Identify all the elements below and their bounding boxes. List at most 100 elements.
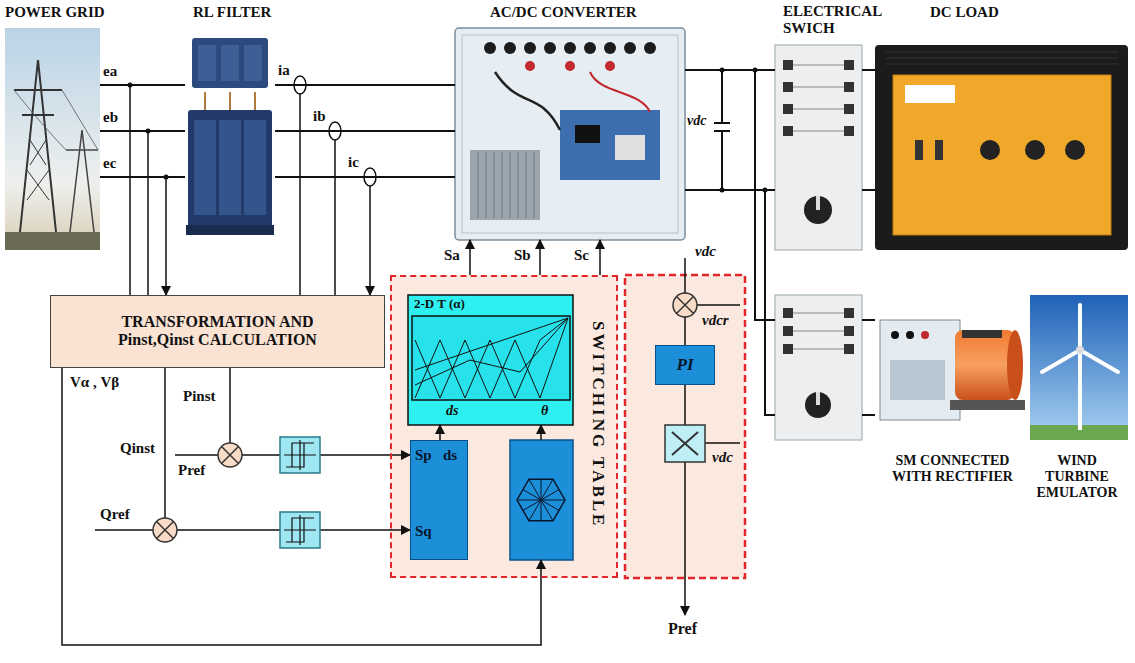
converter-picture: AC/DC CONVERTER <box>455 28 685 240</box>
signal-name: θ <box>541 403 548 419</box>
component-label: DC LOAD <box>930 4 999 21</box>
rl-filter-illustration <box>198 45 216 81</box>
wind-turbine-illustration <box>1030 295 1128 440</box>
dc-load-illustration <box>875 45 1128 250</box>
switch-illustration <box>783 104 793 114</box>
signal-name: vdcr <box>702 312 729 329</box>
signal-name: ic <box>348 154 359 171</box>
summing-junction <box>157 522 174 539</box>
measurement-tap <box>128 76 377 295</box>
power-grid-illustration <box>70 130 94 232</box>
converter-illustration <box>590 72 650 112</box>
component-label: RL FILTER <box>193 4 271 21</box>
dc-load-illustration <box>875 45 1128 250</box>
region-label: SWITCHING TABLE <box>588 321 608 528</box>
machine-illustration <box>962 330 1002 338</box>
control-signal <box>62 258 740 645</box>
block-label: PI <box>677 355 694 375</box>
dc-load-illustration <box>915 140 923 160</box>
power-grid-illustration <box>22 114 54 116</box>
signal-name: Qinst <box>120 440 155 457</box>
switch-illustration <box>816 392 820 405</box>
power-grid-picture: POWER GRID <box>5 28 100 250</box>
lookup-table-illustration <box>408 295 573 425</box>
converter-illustration <box>615 135 645 160</box>
signal-name: Sb <box>514 247 531 264</box>
converter-illustration <box>584 42 596 54</box>
converter-illustration <box>605 61 615 71</box>
signal-name: Sq <box>415 523 432 540</box>
calculation-block: TRANSFORMATION AND Pinst,Qinst CALCULATI… <box>50 295 385 368</box>
hysteresis-comparator <box>280 512 320 548</box>
sector-hexagon <box>517 479 565 521</box>
summing-junction <box>218 443 242 467</box>
power-wire <box>100 84 185 86</box>
control-signal <box>540 425 542 440</box>
hysteresis-comparator <box>280 437 320 548</box>
power-wire <box>275 130 455 132</box>
wind-turbine-illustration <box>1042 305 1118 372</box>
power-grid-illustration <box>14 90 98 150</box>
machine-illustration <box>906 331 914 339</box>
signal-name: ia <box>278 62 290 79</box>
signal-name: vdc <box>695 243 716 260</box>
converter-illustration <box>624 42 636 54</box>
machine-picture: SM CONNECTED WITH RECTIFIER <box>875 295 1030 440</box>
hysteresis-comparator <box>284 440 316 470</box>
rl-filter-illustration <box>192 38 268 88</box>
sector-hexagon <box>510 440 573 560</box>
machine-illustration <box>950 400 1025 410</box>
converter-illustration <box>504 42 516 54</box>
power-grid-illustration <box>20 60 56 232</box>
power-grid-illustration <box>27 140 49 200</box>
switch-illustration <box>783 344 793 354</box>
switch-illustration <box>775 295 862 440</box>
power-wire <box>100 176 185 178</box>
rl-filter-illustration <box>188 110 272 228</box>
signal-name: Qref <box>100 506 130 523</box>
switch-illustration <box>804 196 832 224</box>
signal-arrow <box>539 240 541 275</box>
state-selector-box: SpdsSq <box>410 440 468 560</box>
power-grid-illustration <box>66 149 98 151</box>
hysteresis-comparator <box>280 437 320 473</box>
multiplier-block <box>665 425 705 462</box>
rl-filter-illustration <box>244 45 262 81</box>
sector-hexagon <box>510 440 573 560</box>
switch-illustration <box>844 126 854 136</box>
signal-name: Pinst <box>183 388 216 405</box>
signal-name: Pref <box>178 462 205 479</box>
dc-load-illustration <box>980 140 1000 160</box>
switch-illustration <box>783 326 793 336</box>
dc-bus-capacitor <box>714 68 730 193</box>
machine-illustration <box>890 360 945 400</box>
dc-bus-wire <box>753 68 876 416</box>
machine-illustration <box>891 331 899 339</box>
summing-junction <box>222 447 239 464</box>
hysteresis-comparator <box>284 515 316 545</box>
rl-filter-illustration <box>221 45 239 81</box>
dc-load-illustration <box>905 85 955 103</box>
summing-junction <box>153 518 177 542</box>
converter-illustration <box>484 42 496 54</box>
signal-name: ea <box>103 63 117 80</box>
lookup-table-illustration <box>415 318 568 398</box>
machine-illustration <box>880 320 1025 420</box>
wind-turbine-illustration <box>1030 295 1128 440</box>
dc-load-picture: DC LOAD <box>875 45 1128 250</box>
machine-illustration <box>880 320 960 420</box>
switch-illustration <box>844 344 854 354</box>
measurement-tap <box>130 85 166 295</box>
converter-illustration <box>524 42 536 54</box>
converter-illustration <box>564 42 576 54</box>
rl-filter-picture: RL FILTER <box>185 28 275 248</box>
switch-illustration <box>783 126 793 136</box>
power-wire <box>275 176 455 178</box>
converter-illustration <box>575 125 600 143</box>
lookup-table-box: 2-D T (α)dsθ <box>408 295 573 425</box>
switch-illustration <box>844 104 854 114</box>
signal-name: ec <box>103 155 116 172</box>
switch-illustration <box>793 65 844 131</box>
switching-table-region: SWITCHING TABLE 2-D T (α)dsθSpdsSq <box>390 275 618 578</box>
signal-name: Sc <box>574 247 589 264</box>
